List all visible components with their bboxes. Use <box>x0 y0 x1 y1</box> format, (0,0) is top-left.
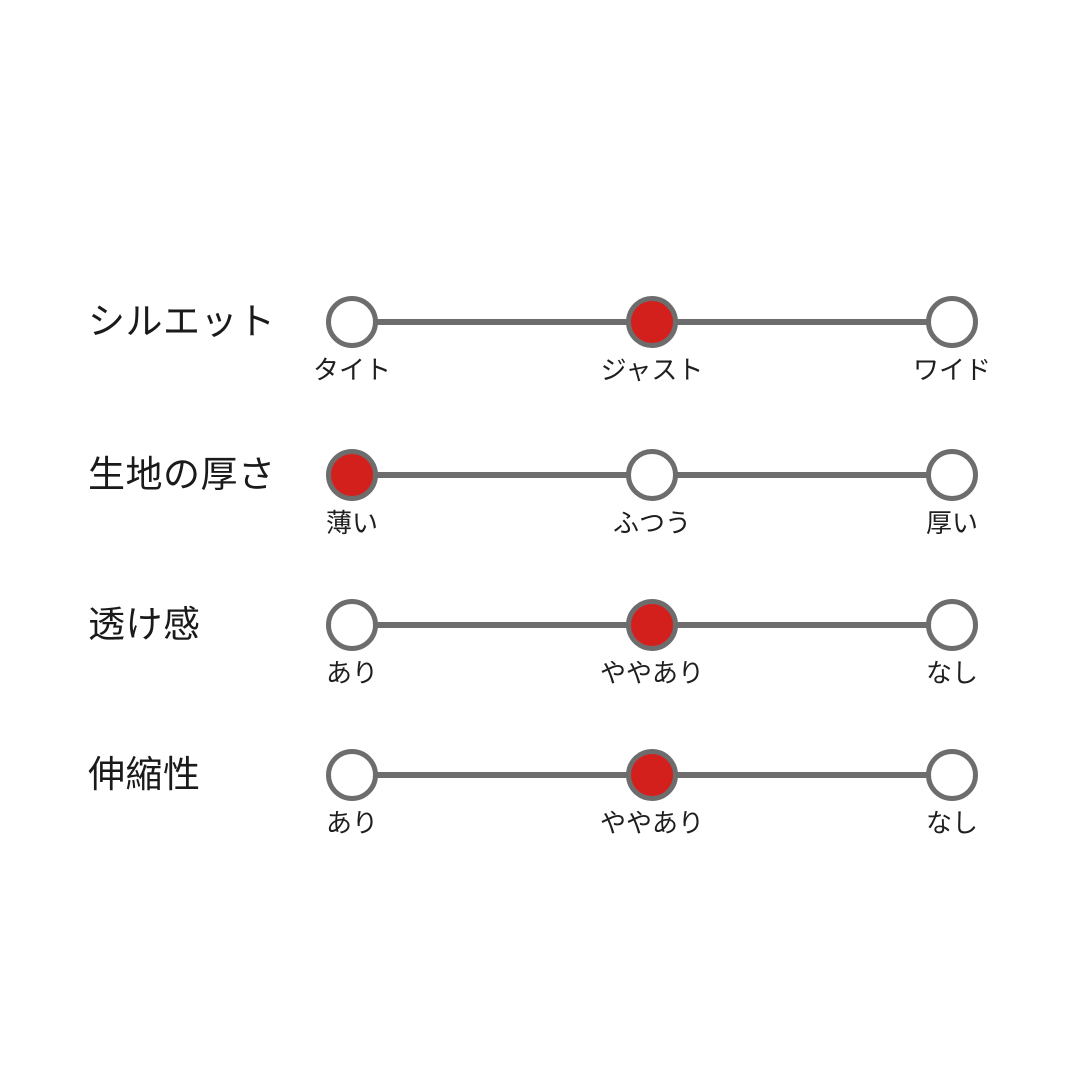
row-label-silhouette: シルエット <box>88 300 276 343</box>
scale-node-fabric-thickness-2[interactable] <box>926 449 978 501</box>
scale-node-silhouette-0[interactable] <box>326 296 378 348</box>
scale-sheerness: あり ややあり なし <box>326 597 978 689</box>
spec-row-fabric-thickness: 生地の厚さ 薄い ふつう 厚い <box>0 447 1080 567</box>
scale-tick-label-fabric-thickness-2: 厚い <box>925 509 978 539</box>
scale-silhouette: タイト ジャスト ワイド <box>313 294 991 386</box>
scale-fabric-thickness: 薄い ふつう 厚い <box>326 447 978 539</box>
scale-node-sheerness-1[interactable] <box>626 599 678 651</box>
spec-row-stretch: 伸縮性 あり ややあり なし <box>0 747 1080 867</box>
row-label-fabric-thickness: 生地の厚さ <box>88 453 276 496</box>
row-label-sheerness: 透け感 <box>88 603 201 646</box>
scale-tick-label-sheerness-2: なし <box>925 659 978 689</box>
scale-tick-label-stretch-0: あり <box>325 809 378 839</box>
scale-tick-label-fabric-thickness-1: ふつう <box>612 509 691 539</box>
scale-node-sheerness-0[interactable] <box>326 599 378 651</box>
scale-node-fabric-thickness-0[interactable] <box>326 449 378 501</box>
scale-node-silhouette-2[interactable] <box>926 296 978 348</box>
scale-node-fabric-thickness-1[interactable] <box>626 449 678 501</box>
scale-tick-label-sheerness-1: ややあり <box>599 659 704 689</box>
scale-node-silhouette-1[interactable] <box>626 296 678 348</box>
scale-node-stretch-2[interactable] <box>926 749 978 801</box>
row-label-stretch: 伸縮性 <box>88 753 201 796</box>
scale-node-stretch-1[interactable] <box>626 749 678 801</box>
scale-tick-label-stretch-2: なし <box>925 809 978 839</box>
scale-node-stretch-0[interactable] <box>326 749 378 801</box>
scale-tick-label-stretch-1: ややあり <box>599 809 704 839</box>
scale-stretch: あり ややあり なし <box>326 747 978 839</box>
scale-tick-label-sheerness-0: あり <box>325 659 378 689</box>
spec-row-sheerness: 透け感 あり ややあり なし <box>0 597 1080 717</box>
spec-row-silhouette: シルエット タイト ジャスト ワイド <box>0 294 1080 414</box>
scale-tick-label-silhouette-0: タイト <box>312 356 391 386</box>
scale-tick-label-fabric-thickness-0: 薄い <box>325 509 378 539</box>
scale-tick-label-silhouette-2: ワイド <box>912 356 991 386</box>
scale-tick-label-silhouette-1: ジャスト <box>600 356 704 386</box>
scale-node-sheerness-2[interactable] <box>926 599 978 651</box>
